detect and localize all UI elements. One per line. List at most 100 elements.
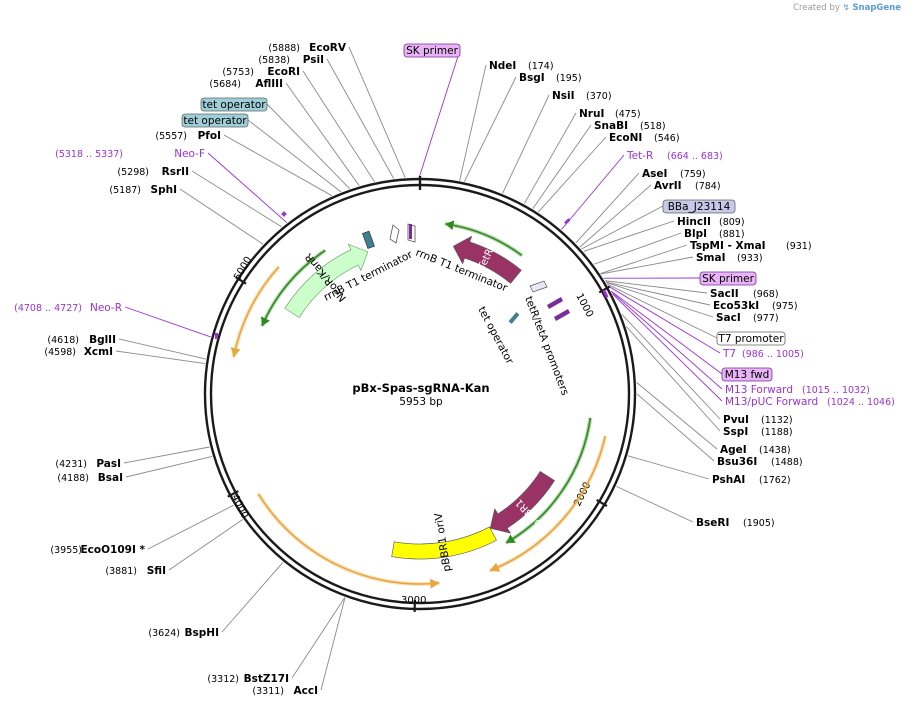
- plasmid-backbone: [203, 176, 637, 611]
- feature-text-labels: rrnB T1 terminator rrnB T1 terminator te…: [322, 247, 571, 397]
- site-position: (174): [528, 61, 554, 72]
- site-position: (5753): [222, 67, 254, 78]
- boxed-label-text: SK primer: [406, 45, 458, 57]
- orf-arrow-backbone-orange-head: [430, 578, 440, 589]
- leader-line: [612, 293, 723, 402]
- site-position: (1438): [759, 445, 791, 456]
- site-position: (1188): [761, 427, 793, 438]
- primer-position: (4708 .. 4727): [14, 303, 82, 314]
- leader-line: [575, 172, 640, 244]
- leader-line: [605, 280, 708, 294]
- orf-arrow-rep-green-head: [506, 534, 516, 543]
- site-bsai: BsaI: [98, 472, 123, 484]
- leader-line: [266, 103, 350, 190]
- leader-line: [320, 597, 346, 691]
- primer-position: (664 .. 683): [667, 151, 723, 162]
- site-sfii: SfiI: [147, 565, 166, 577]
- feature-pbbr1-rep: [489, 470, 555, 534]
- site-position: (5888): [268, 43, 300, 54]
- orf-arrow-rep-green: [505, 417, 592, 544]
- primer-tet-r: Tet-R: [626, 150, 653, 162]
- site-agei: AgeI: [720, 444, 747, 456]
- leader-line: [291, 597, 346, 679]
- site-position: (977): [753, 313, 779, 324]
- site-tspmi-xmai: TspMI - XmaI: [690, 240, 766, 252]
- leader-line: [606, 283, 718, 339]
- site-position: (5187): [109, 185, 141, 196]
- label-leader-lines: [115, 46, 723, 691]
- boxed-label-sk-primer: [699, 271, 757, 286]
- site-position: (975): [772, 301, 798, 312]
- boxed-label-text: BBa_J23114: [668, 201, 731, 213]
- plasmid-size: 5953 bp: [399, 396, 443, 408]
- primer-mark-neo-r: [215, 333, 218, 339]
- site-bsphi: BspHI: [185, 627, 219, 639]
- primer-position: (986 .. 1005): [742, 349, 804, 360]
- snapgene-logo-icon: ↯: [842, 3, 850, 13]
- leader-line: [579, 184, 652, 248]
- boxed-label-tet-operator: [200, 97, 268, 112]
- site-pvui: PvuI: [723, 414, 749, 426]
- site-position: (933): [737, 253, 763, 264]
- boxed-label-tet-operator: [181, 113, 249, 128]
- site-nrui: NruI: [579, 108, 604, 120]
- site-psii: PsiI: [303, 54, 324, 66]
- leader-line: [532, 124, 592, 209]
- site-sacii: SacII: [710, 288, 739, 300]
- site-bseri: BseRI: [696, 517, 729, 529]
- leader-line: [606, 282, 714, 318]
- leader-line: [207, 152, 288, 224]
- primer-neo-r: Neo-R: [90, 302, 122, 314]
- leader-line: [124, 306, 211, 338]
- primer-position: (5318 .. 5337): [55, 149, 123, 160]
- primer-glyph-right-1: [547, 297, 563, 309]
- leader-line: [583, 220, 675, 252]
- feature-label-tetr-tetA-promoters: tetR/tetA promoters: [522, 295, 571, 397]
- leader-line: [247, 119, 342, 193]
- site-eco53ki: Eco53kI: [713, 300, 759, 312]
- orf-arrow-neo-green: [261, 249, 326, 327]
- site-rsrii: RsrII: [162, 166, 189, 178]
- site-asei: AseI: [642, 168, 667, 180]
- leader-line: [459, 64, 487, 181]
- site-saci: SacI: [716, 312, 741, 324]
- site-ecori: EcoRI: [267, 66, 300, 78]
- site-position: (759): [680, 169, 706, 180]
- leader-line: [537, 136, 607, 213]
- site-afliii: AflIII: [255, 78, 283, 90]
- primer-position: (1015 .. 1032): [802, 385, 870, 396]
- site-position: (4231): [55, 459, 87, 470]
- leader-line: [191, 170, 282, 228]
- snapgene-credit: Created by ↯ SnapGene: [793, 3, 901, 13]
- site-ecorv: EcoRV: [309, 42, 347, 54]
- leader-line: [326, 58, 395, 179]
- terminator-glyph-1: [389, 224, 400, 244]
- site-position: (5298): [117, 167, 149, 178]
- leader-line: [179, 188, 264, 245]
- leader-line: [561, 154, 625, 230]
- feature-neor-kanr: [284, 243, 369, 318]
- site-position: (518): [640, 121, 666, 132]
- backbone-tick: [235, 276, 247, 285]
- site-bstz17i: BstZ17I: [244, 673, 289, 685]
- primer-mark-neo-f: [281, 211, 287, 217]
- site-xcmi: XcmI: [84, 346, 113, 358]
- primer-mark-t7: [602, 289, 609, 299]
- site-smai: SmaI: [696, 252, 726, 264]
- leader-line: [625, 326, 721, 432]
- site-pasi: PasI: [96, 458, 121, 470]
- leader-line: [285, 82, 360, 186]
- leader-line: [118, 338, 206, 360]
- site-position: (809): [719, 217, 745, 228]
- site-position: (881): [719, 229, 745, 240]
- site-sphi: SphI: [151, 184, 177, 196]
- site-ecoo109i: EcoO109I *: [80, 544, 145, 556]
- site-econi: EcoNI: [609, 132, 642, 144]
- site-bsu36i: Bsu36I: [717, 456, 757, 468]
- leader-line: [502, 94, 550, 194]
- orf-arrow-neo-green-head: [260, 316, 270, 326]
- tick-label: 3000: [401, 595, 426, 606]
- orf-arrow-tetr-green-head: [445, 220, 455, 231]
- leader-line: [123, 446, 210, 464]
